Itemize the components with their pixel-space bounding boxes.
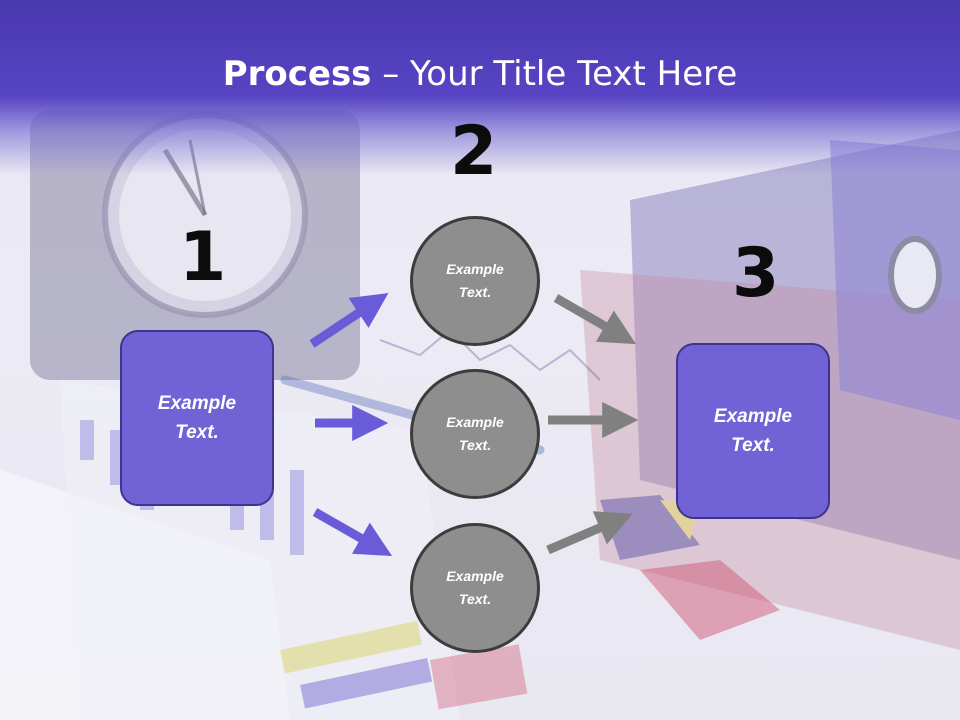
arrow-from-circle-bottom: [546, 511, 633, 555]
step-1-box: Example Text.: [120, 330, 274, 506]
step-3-box: Example Text.: [676, 343, 830, 519]
arrow-from-circle-top: [553, 294, 637, 345]
slide-title: Process – Your Title Text Here: [0, 52, 960, 96]
circle-middle: Example Text.: [410, 369, 540, 499]
step-number-3: 3: [732, 234, 780, 313]
circle-bottom: Example Text.: [410, 523, 540, 653]
arrow-to-circle-top: [309, 293, 389, 348]
step-1-text: Example Text.: [157, 393, 237, 443]
title-band: [0, 0, 960, 175]
step-number-2: 2: [450, 112, 498, 191]
step-number-1: 1: [179, 218, 227, 297]
title-rest: – Your Title Text Here: [371, 54, 738, 94]
arrow-to-circle-bottom: [312, 508, 393, 557]
title-bold: Process: [222, 54, 372, 94]
circle-middle-text: Example Text.: [446, 414, 504, 453]
circle-top: Example Text.: [410, 216, 540, 346]
step-3-text: Example Text.: [713, 406, 793, 456]
circle-top-text: Example Text.: [446, 261, 504, 300]
circle-bottom-text: Example Text.: [446, 568, 504, 607]
